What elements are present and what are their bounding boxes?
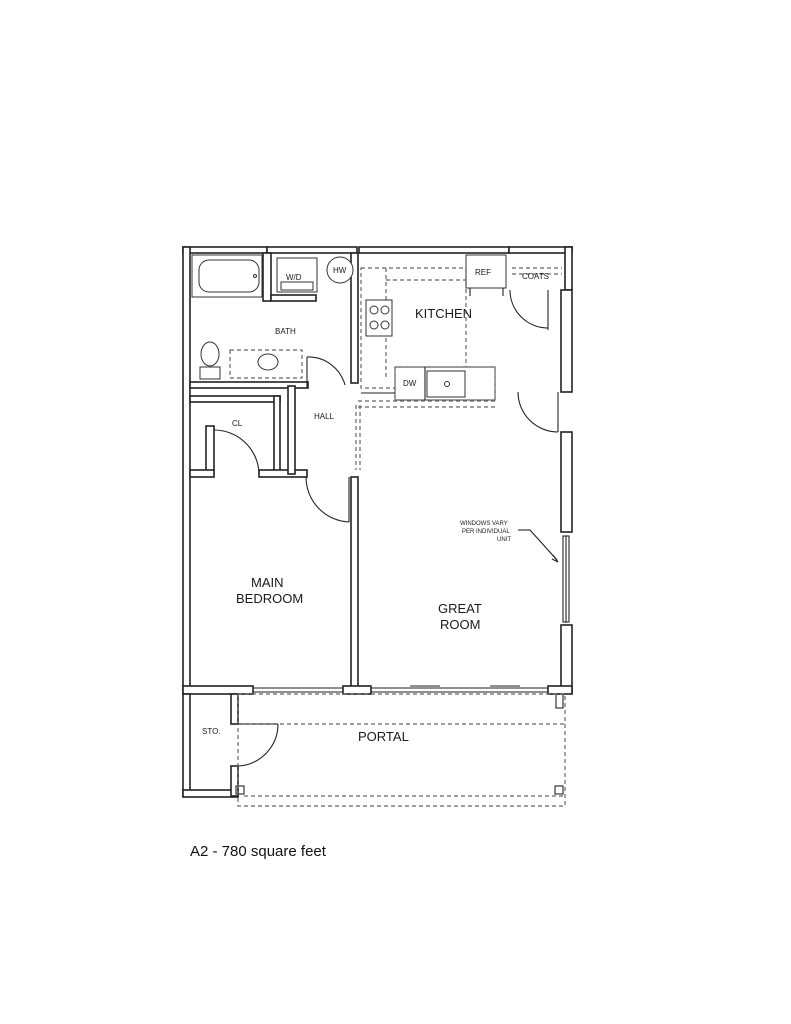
label-water-heater: HW [333, 266, 347, 275]
label-coats: COATS [522, 272, 549, 281]
label-windows-note-1: WINDOWS VARY [460, 521, 508, 527]
label-hall: HALL [314, 412, 335, 421]
label-great-room-1: GREAT [438, 601, 482, 616]
plan-caption: A2 - 780 square feet [190, 843, 326, 860]
label-washer-dryer: W/D [286, 273, 302, 282]
room-labels: KITCHEN BATH HALL CL MAIN BEDROOM GREAT … [202, 266, 549, 744]
label-portal: PORTAL [358, 729, 409, 744]
doors [213, 289, 559, 767]
label-windows-note-2: PER INDIVIDUAL [462, 529, 510, 535]
label-dishwasher: DW [403, 379, 417, 388]
label-closet: CL [232, 419, 243, 428]
fixtures [191, 254, 562, 563]
label-bath: BATH [275, 327, 296, 336]
label-refrigerator: REF [475, 268, 491, 277]
label-kitchen: KITCHEN [415, 306, 472, 321]
label-great-room-2: ROOM [440, 617, 480, 632]
walls [182, 246, 573, 807]
label-windows-note-3: UNIT [497, 537, 511, 543]
label-storage: STO. [202, 727, 221, 736]
label-main-bedroom-1: MAIN [251, 575, 284, 590]
label-main-bedroom-2: BEDROOM [236, 591, 303, 606]
